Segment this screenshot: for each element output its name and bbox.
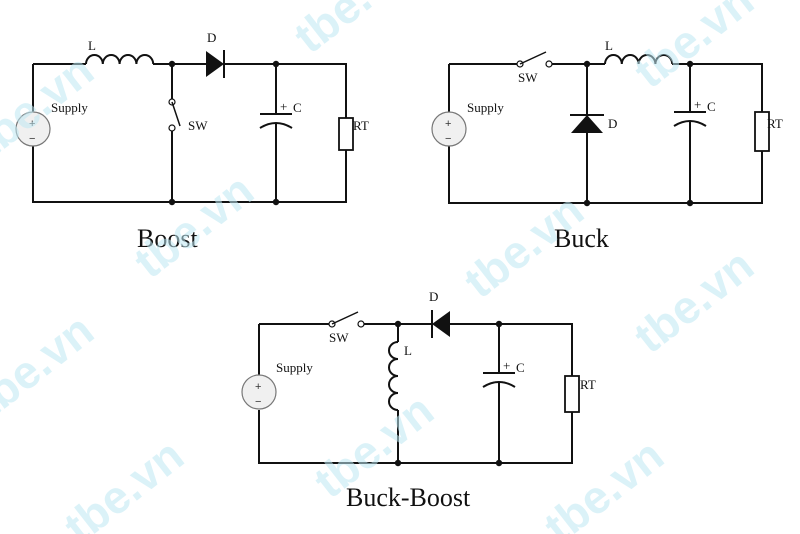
buckboost-node <box>394 459 402 467</box>
boost-inductor-label: L <box>88 38 96 53</box>
watermark-text: tbe.vn <box>54 429 193 534</box>
buckboost-node <box>394 320 402 328</box>
buck-node <box>686 199 694 207</box>
buck-resistor <box>754 111 770 152</box>
boost-capacitor: + <box>259 99 293 129</box>
buckboost-node <box>495 320 503 328</box>
buck-inductor-label: L <box>605 38 613 53</box>
buckboost-wire-top-right <box>450 323 573 376</box>
buckboost-node <box>495 459 503 467</box>
buck-wire-bottom <box>448 146 763 204</box>
boost-node <box>272 198 280 206</box>
buckboost-supply-minus: − <box>255 396 261 408</box>
watermark-text: tbe.vn <box>0 304 103 428</box>
buck-node <box>583 199 591 207</box>
buckboost-capacitor-plus: + <box>503 358 510 373</box>
buckboost-switch-label: SW <box>329 330 349 345</box>
boost-node <box>168 198 176 206</box>
buckboost-inductor <box>388 341 399 411</box>
boost-node <box>272 60 280 68</box>
buckboost-capacitor: + <box>482 358 516 388</box>
boost-resistor-label: RT <box>353 118 369 133</box>
boost-diode-label: D <box>207 30 216 45</box>
boost-switch-label: SW <box>188 118 208 133</box>
buck-supply-label: Supply <box>467 100 504 115</box>
buck-diode <box>570 114 604 133</box>
buck-supply: + − <box>431 111 467 147</box>
boost-supply: + − <box>15 111 51 147</box>
boost-node <box>168 60 176 68</box>
buckboost-switch <box>328 311 365 328</box>
buck-resistor-label: RT <box>767 116 783 131</box>
buck-capacitor: + <box>673 97 707 127</box>
buck-title: Buck <box>554 224 609 253</box>
boost-resistor <box>338 117 354 151</box>
boost-wire-top-right <box>224 63 347 118</box>
boost-supply-minus: − <box>29 133 35 145</box>
buckboost-circuit: SW L D + C RT + − Supply B <box>241 289 596 512</box>
buckboost-diode <box>431 310 450 338</box>
buckboost-title: Buck-Boost <box>346 483 471 512</box>
boost-diode <box>206 50 225 78</box>
boost-wire-bottom <box>32 146 347 203</box>
buck-capacitor-plus: + <box>694 97 701 112</box>
buckboost-supply: + − <box>241 374 277 410</box>
watermark-text: tbe.vn <box>534 429 673 534</box>
buck-capacitor-label: C <box>707 99 716 114</box>
buckboost-capacitor-label: C <box>516 360 525 375</box>
boost-inductor <box>85 54 155 65</box>
boost-switch <box>168 98 181 132</box>
buck-node <box>583 60 591 68</box>
watermark-text: tbe.vn <box>624 0 763 98</box>
buckboost-inductor-label: L <box>404 343 412 358</box>
buck-wire-top-right <box>672 63 763 112</box>
watermark-text: tbe.vn <box>284 0 423 63</box>
buckboost-diode-label: D <box>429 289 438 304</box>
buck-inductor <box>604 54 674 65</box>
watermark-text: tbe.vn <box>624 239 763 363</box>
buckboost-supply-label: Supply <box>276 360 313 375</box>
buckboost-resistor-label: RT <box>580 377 596 392</box>
boost-supply-label: Supply <box>51 100 88 115</box>
buckboost-resistor <box>564 375 580 413</box>
buck-circuit: SW L D + C RT + − Supply B <box>431 38 783 253</box>
buck-supply-plus: + <box>445 118 451 130</box>
buck-supply-minus: − <box>445 133 451 145</box>
boost-capacitor-plus: + <box>280 99 287 114</box>
boost-title: Boost <box>137 224 198 253</box>
buck-switch <box>516 51 553 68</box>
buck-diode-label: D <box>608 116 617 131</box>
buckboost-supply-plus: + <box>255 381 261 393</box>
buckboost-wire-bottom <box>258 410 573 464</box>
watermark-layer: tbe.vn tbe.vn tbe.vn tbe.vn tbe.vn tbe.v… <box>0 0 763 534</box>
buck-node <box>686 60 694 68</box>
buck-switch-label: SW <box>518 70 538 85</box>
boost-capacitor-label: C <box>293 100 302 115</box>
boost-supply-plus: + <box>29 118 35 130</box>
boost-circuit: L D SW + C RT + − Supply <box>15 30 369 253</box>
